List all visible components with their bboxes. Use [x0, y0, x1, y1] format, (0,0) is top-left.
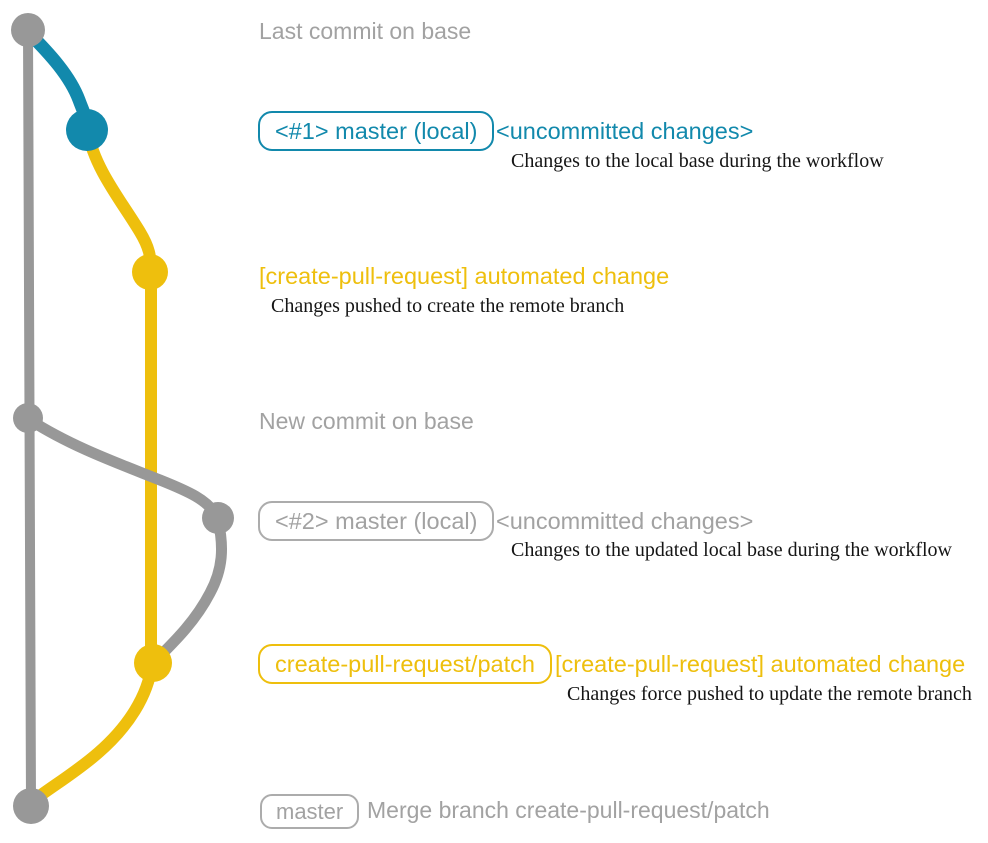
commit-dot-last-base [11, 13, 45, 47]
branch-badge-master: master [260, 794, 360, 829]
branch-badge-master-local-1: <#1> master (local) [258, 111, 495, 151]
uncommitted-changes-title-1: <uncommitted changes> [496, 118, 754, 144]
patch-branch-line [82, 126, 157, 661]
automated-change-subtitle-2: Changes force pushed to update the remot… [567, 683, 972, 705]
automated-change-title-2: [create-pull-request] automated change [555, 651, 966, 677]
automated-change-title-1: [create-pull-request] automated change [259, 263, 670, 289]
uncommitted-changes-title-2: <uncommitted changes> [496, 508, 754, 534]
commit-dot-merge [13, 788, 49, 824]
merge-label: Merge branch create-pull-request/patch [367, 797, 770, 823]
commit-dot-patch-1 [132, 254, 168, 290]
automated-change-subtitle-1: Changes pushed to create the remote bran… [271, 295, 625, 317]
uncommitted-changes-subtitle-1: Changes to the local base during the wor… [511, 150, 884, 172]
commit-dot-patch-2 [134, 644, 172, 682]
branch-badge-patch: create-pull-request/patch [258, 644, 552, 684]
new-commit-label: New commit on base [259, 408, 474, 434]
branch-badge-master-local-2: <#2> master (local) [258, 501, 495, 541]
patch-merge-line [27, 658, 158, 807]
uncommitted-changes-subtitle-2: Changes to the updated local base during… [511, 539, 952, 561]
commit-dot-local-2 [202, 502, 234, 534]
last-commit-label: Last commit on base [259, 18, 472, 44]
commit-dot-new-base [13, 403, 43, 433]
commit-dot-local-1 [66, 109, 108, 151]
updated-local-branch-line [24, 414, 222, 521]
rebase-line [150, 514, 227, 666]
